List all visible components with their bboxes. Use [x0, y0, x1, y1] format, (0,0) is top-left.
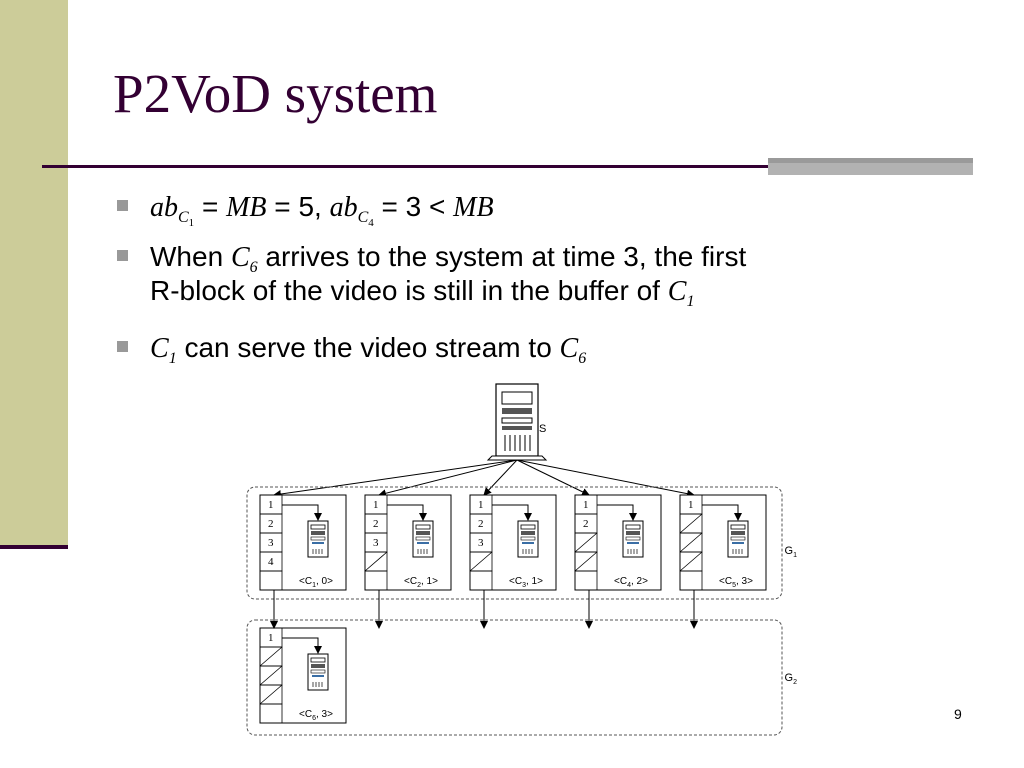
client-label: <C2, 1> [404, 576, 438, 589]
server-label: S [539, 423, 546, 435]
client-node: 1 <C6, 3> [259, 627, 347, 724]
bullet-marker [117, 200, 128, 211]
buffer-block-label: 1 [478, 499, 484, 511]
client-label: <C6, 3> [299, 709, 333, 722]
client-pc-icon [307, 653, 329, 691]
buffer-block-label: 4 [268, 556, 274, 568]
client-pc-icon [517, 520, 539, 558]
bullet-2: When C6 arrives to the system at time 3,… [150, 241, 747, 310]
title-rule [42, 165, 770, 168]
buffer-block-label: 1 [688, 499, 694, 511]
buffer-block-label: 1 [583, 499, 589, 511]
bullet-3: C1 can serve the video stream to C6 [150, 332, 587, 367]
client-label: <C5, 3> [719, 576, 753, 589]
client-label: <C4, 2> [614, 576, 648, 589]
buffer-block-label: 2 [583, 518, 589, 530]
client-node: 1 2 3 <C2, 1> [364, 494, 452, 591]
group-1-label: G1 [785, 545, 798, 559]
buffer-block-label: 3 [268, 537, 274, 549]
bullet-marker [117, 341, 128, 352]
buffer-block-label: 1 [373, 499, 379, 511]
server-icon [486, 383, 548, 461]
buffer-block-label: 3 [478, 537, 484, 549]
client-node: 1 2 3 4 <C1, 0> [259, 494, 347, 591]
buffer-block-label: 3 [373, 537, 379, 549]
buffer-block-label: 2 [373, 518, 379, 530]
client-pc-icon [727, 520, 749, 558]
server-arrows [273, 459, 695, 498]
group-2-label: G2 [785, 672, 798, 686]
client-pc-icon [307, 520, 329, 558]
client-node: 1 <C5, 3> [679, 494, 767, 591]
buffer-block-label: 1 [268, 632, 274, 644]
group-arrows [270, 590, 698, 629]
client-label: <C1, 0> [299, 576, 333, 589]
bullet-marker [117, 250, 128, 261]
sidebar-underline [0, 545, 68, 549]
client-pc-icon [412, 520, 434, 558]
title-rule-accent-top [768, 158, 973, 163]
buffer-block-label: 2 [478, 518, 484, 530]
buffer-block-label: 2 [268, 518, 274, 530]
client-label: <C3, 1> [509, 576, 543, 589]
sidebar-decoration [0, 0, 68, 545]
slide-title: P2VoD system [113, 63, 438, 124]
group-2-box [246, 619, 783, 736]
client-pc-icon [622, 520, 644, 558]
client-node: 1 2 <C4, 2> [574, 494, 662, 591]
buffer-block-label: 1 [268, 499, 274, 511]
client-node: 1 2 3 <C3, 1> [469, 494, 557, 591]
page-number: 9 [954, 706, 962, 722]
bullet-1: abC1 = MB = 5, abC4 = 3 < MB [150, 191, 494, 229]
